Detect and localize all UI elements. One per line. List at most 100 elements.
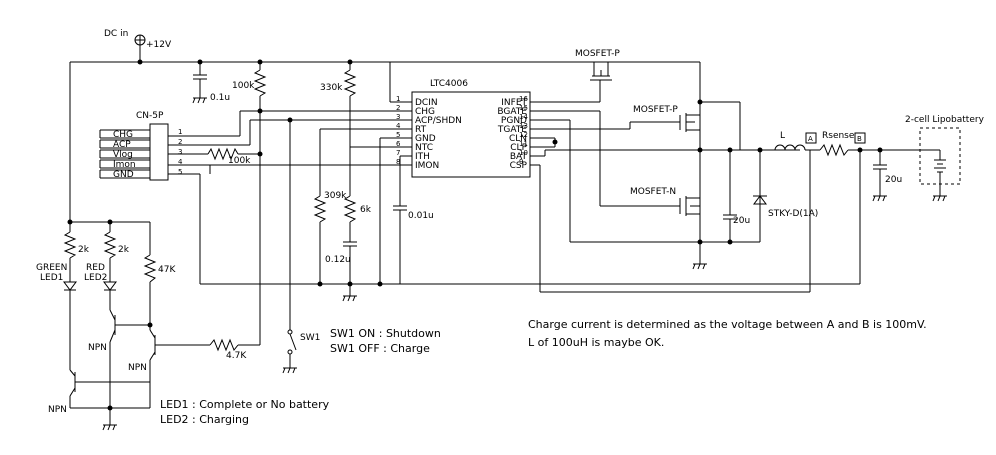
r-47k-label: 47K [158,265,176,275]
connector-pin-number: 3 [178,148,182,156]
note-charge-current: Charge current is determined as the volt… [528,318,927,331]
connector-pin-label: GND [113,170,134,180]
led2-id: LED2 [84,273,107,283]
r-4k7-label: 4.7K [226,351,247,361]
note-sw-off: SW1 OFF : Charge [330,342,430,355]
ground-icon [692,263,707,270]
wires [63,34,961,425]
ic-pin-number: 1 [396,95,400,103]
cap-20u-b-label: 20u [885,175,902,185]
ic-pin-number: 12 [519,131,528,139]
ic-pin-number: 13 [519,122,528,130]
ic-pins: 1 DCIN 2 CHG 3 ACP/SHDN 4 RT 5 GND 6 NTC 7 ITH 8 IMON 16… [396,95,528,171]
ic-pin-name: ITH [415,152,430,162]
connector-body [149,123,169,181]
ic-pin-number: 11 [519,140,528,148]
inductor-label: L [780,131,785,141]
note-inductor: L of 100uH is maybe OK. [528,336,664,349]
npn-q3-label: NPN [128,363,147,373]
ic-pin-number: 7 [396,149,400,157]
ground-icon [932,195,947,202]
test-point-a [805,132,817,144]
mosfet-p-mid [679,113,700,132]
ic-pin-name: BGATE [497,107,527,117]
r-100k-cn-label: 100k [228,156,251,166]
mosfet-p-mid-label: MOSFET-P [633,105,678,115]
ic-pin-number: 6 [396,140,401,148]
mosfet-p-top-label: MOSFET-P [575,49,620,59]
ic-pin-number: 5 [396,131,400,139]
connector-pin-number: 1 [178,128,182,136]
ic-pin-number: 8 [396,158,400,166]
ic-pin-name: CSP [510,161,528,171]
mosfet-n-label: MOSFET-N [630,187,676,197]
rsense-label: Rsense [822,131,855,141]
ground-icon [282,367,297,374]
ic-pin-name: CLN [509,134,527,144]
diode-label: STKY-D(1A) [768,209,818,219]
sw1-label: SW1 [300,333,320,343]
ic-pin-name: DCIN [415,98,438,108]
battery-label: 2-cell Lipobattery [905,115,985,125]
ic-pin-number: 4 [396,122,401,130]
ic-pin-name: ACP/SHDN [415,116,462,126]
note-led1: LED1 : Complete or No battery [160,398,330,411]
ic-pin-name: IMON [415,161,439,171]
supply-voltage: +12V [146,40,172,50]
junction-dots [67,59,883,411]
ic-pin-name: TGATE [497,125,527,135]
ic-pin-number: 10 [519,149,528,157]
connector-name: CN-5P [136,111,164,121]
mosfet-p-top [590,62,612,81]
ground-icon [192,97,207,104]
ground-icon [872,195,887,202]
ic-pin-number: 9 [519,158,523,166]
r-6k-label: 6k [360,205,372,215]
ic-pin-name: NTC [415,143,433,153]
ic-pin-number: 15 [519,104,528,112]
r-100k-top-label: 100k [232,81,255,91]
ic-pin-name: PGND [501,116,527,126]
ic-pin-name: CLP [510,143,527,153]
test-point-b [854,132,866,144]
ground-icon [342,295,357,302]
led1-color: GREEN [36,263,67,273]
node-a-label: A [808,135,813,143]
r-309k-label: 309k [324,191,347,201]
cap-20u-a-label: 20u [733,216,750,226]
ic-pin-number: 3 [396,113,400,121]
r-2k-b-label: 2k [118,245,130,255]
connector-pin-number: 4 [178,158,183,166]
mosfet-n [679,196,700,216]
cap-01u-label: 0.1u [210,93,230,103]
ic-pin-number: 16 [519,95,528,103]
ic-pin-name: RT [415,125,427,135]
npn-q2-label: NPN [88,343,107,353]
ic-pin-name: BAT [510,152,528,162]
ltc4006-ic [411,91,531,178]
r-330k-label: 330k [320,83,343,93]
connector-pin-number: 5 [178,168,182,176]
note-sw-on: SW1 ON : Shutdown [330,327,441,340]
led2-color: RED [86,263,105,273]
ic-name: LTC4006 [430,79,468,89]
npn-q1-label: NPN [48,405,67,415]
dc-in-label: DC in [104,29,128,39]
note-led2: LED2 : Charging [160,413,249,426]
led1-id: LED1 [40,273,63,283]
connector-pin-number: 2 [178,138,182,146]
cap-012u-label: 0.12u [325,255,351,265]
connector-pin-label: ACP [113,140,131,150]
ic-pin-number: 2 [396,104,400,112]
connector-pin-label: CHG [113,130,133,140]
ground-icon [102,424,117,431]
ic-pin-name: INFET [501,98,527,108]
ic-pin-name: CHG [415,107,435,117]
ground-symbols [102,97,947,431]
schottky-diode [753,195,767,205]
ic-pin-name: GND [415,134,436,144]
connector-pin-label: Vlog [113,150,133,160]
